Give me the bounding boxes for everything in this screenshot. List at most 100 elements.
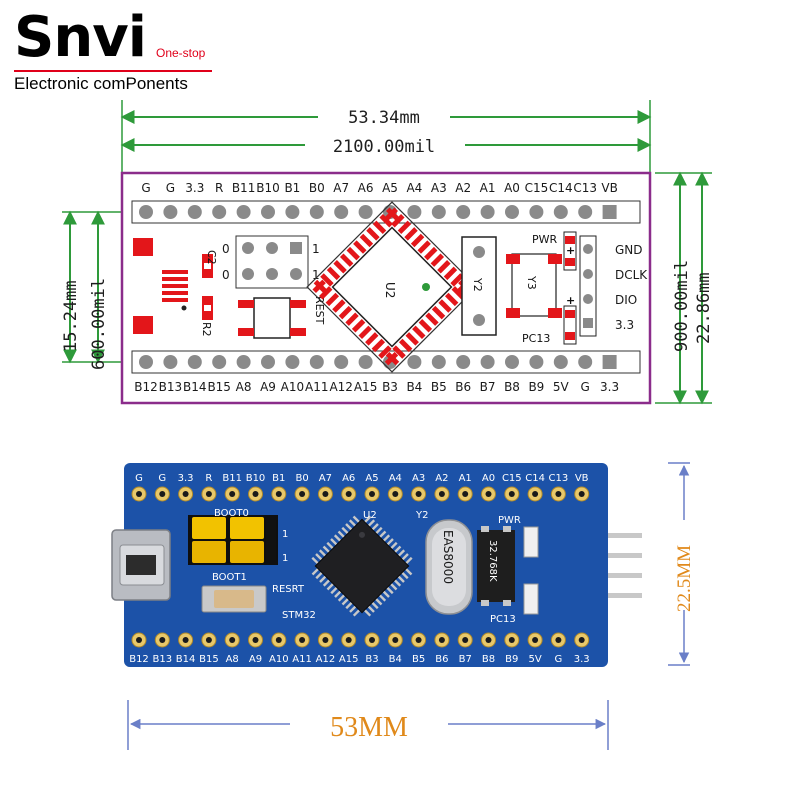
top-pin-16 bbox=[529, 205, 544, 219]
top-pin-label: C15 bbox=[525, 181, 549, 195]
bottom-pin-5 bbox=[261, 355, 275, 369]
top-pin-5 bbox=[261, 205, 275, 219]
pin-spacing-mm-label: 15.24mm bbox=[61, 280, 81, 352]
photo-top-pin-label: C15 bbox=[502, 473, 522, 484]
jumper-1b-label: 1 bbox=[312, 268, 320, 282]
photo-pc13-label: PC13 bbox=[490, 614, 516, 625]
y3-label: Y3 bbox=[525, 275, 538, 290]
photo-reset-label: RESRT bbox=[272, 584, 305, 595]
photo-jp2-label: 1 bbox=[282, 553, 288, 564]
photo-pc13-led bbox=[523, 583, 539, 615]
photo-top-pin-label: G bbox=[158, 473, 166, 484]
bottom-pin-4 bbox=[236, 355, 251, 369]
photo-pwr-label: PWR bbox=[498, 515, 521, 526]
photo-boot0-label: BOOT0 bbox=[214, 508, 249, 519]
photo-bottom-pin-label: B14 bbox=[176, 654, 196, 665]
photo-bottom-pin-label: B3 bbox=[365, 654, 378, 665]
bottom-pin-15 bbox=[505, 355, 519, 369]
bottom-pin-6 bbox=[285, 355, 300, 369]
photo-top-pin-label: 3.3 bbox=[178, 473, 194, 484]
bottom-pin-label: G bbox=[581, 380, 590, 394]
photo-bottom-header-holes bbox=[131, 632, 590, 648]
photo-top-pin-label: B11 bbox=[222, 473, 242, 484]
bottom-pin-1 bbox=[163, 355, 178, 369]
bottom-pin-label: B7 bbox=[480, 380, 496, 394]
top-pin-11 bbox=[407, 205, 422, 219]
brand-logo: Snvi bbox=[14, 5, 147, 70]
photo-bottom-pin-label: B4 bbox=[389, 654, 402, 665]
swd-pin-label: GND bbox=[615, 243, 643, 257]
photo-bottom-pin-label: B15 bbox=[199, 654, 219, 665]
top-pin-label: A5 bbox=[382, 181, 398, 195]
height-mm-label: 22.86mm bbox=[694, 272, 714, 344]
photo-bottom-pin-label: 3.3 bbox=[574, 654, 590, 665]
bottom-pin-7 bbox=[309, 355, 324, 369]
photo-bottom-pin-label: B9 bbox=[505, 654, 518, 665]
bottom-pin-18 bbox=[578, 355, 593, 369]
top-pin-label: B1 bbox=[284, 181, 300, 195]
photo-top-pin-label: A2 bbox=[435, 473, 448, 484]
bottom-pin-12 bbox=[431, 355, 446, 369]
photo-micro-usb-port bbox=[111, 529, 171, 601]
photo-top-pin-label: A0 bbox=[482, 473, 495, 484]
photo-osc-label: 32.768K bbox=[487, 540, 498, 582]
bottom-pin-2 bbox=[187, 355, 202, 369]
photo-bottom-pin-label: A8 bbox=[226, 654, 239, 665]
photo-bottom-pin-label: B6 bbox=[435, 654, 448, 665]
photo-top-header-holes bbox=[131, 486, 590, 502]
mcu-u2-footprint bbox=[306, 201, 478, 373]
top-pin-label: C13 bbox=[573, 181, 597, 195]
photo-height-label: 22.5MM bbox=[674, 545, 695, 612]
bottom-pin-14 bbox=[480, 355, 495, 369]
bottom-pin-11 bbox=[407, 355, 422, 369]
photo-bottom-pin-label: A12 bbox=[316, 654, 336, 665]
photo-bottom-pin-label: B12 bbox=[129, 654, 149, 665]
photo-top-pin-label: A6 bbox=[342, 473, 355, 484]
photo-jp1-label: 1 bbox=[282, 529, 288, 540]
bottom-pin-label: B4 bbox=[406, 380, 422, 394]
bottom-pin-19 bbox=[602, 355, 617, 369]
top-pin-4 bbox=[236, 205, 251, 219]
photo-bottom-pin-label: 5V bbox=[528, 654, 541, 665]
photo-top-pin-label: A1 bbox=[459, 473, 472, 484]
photo-y2-label: Y2 bbox=[415, 510, 428, 521]
top-pin-9 bbox=[358, 205, 373, 219]
bottom-pin-17 bbox=[553, 355, 568, 369]
photo-width-label: 53MM bbox=[330, 712, 408, 743]
photo-pwr-led bbox=[523, 526, 539, 558]
bottom-pin-label: 3.3 bbox=[600, 380, 619, 394]
bottom-pin-label: A8 bbox=[236, 380, 252, 394]
photo-bottom-pin-label: B13 bbox=[153, 654, 173, 665]
photo-bottom-pin-label: B7 bbox=[459, 654, 472, 665]
bottom-pin-label: B3 bbox=[382, 380, 398, 394]
width-mm-label: 53.34mm bbox=[348, 108, 420, 128]
brand-subtitle: Electronic comPonents bbox=[14, 74, 188, 93]
bottom-pin-label: B13 bbox=[159, 380, 183, 394]
usb-pad-bottom bbox=[133, 316, 153, 334]
photo-top-pin-label: VB bbox=[575, 473, 589, 484]
top-pin-label: A6 bbox=[358, 181, 374, 195]
top-pin-7 bbox=[309, 205, 324, 219]
brand-tagline: One-stop bbox=[156, 46, 206, 60]
pc13-label: PC13 bbox=[522, 332, 550, 345]
top-pin-label: B10 bbox=[256, 181, 280, 195]
photo-boot1-label: BOOT1 bbox=[212, 572, 247, 583]
bottom-pin-label: B6 bbox=[455, 380, 471, 394]
bottom-pin-label: B14 bbox=[183, 380, 207, 394]
bottom-pin-label: B15 bbox=[207, 380, 231, 394]
photo-bottom-pin-label: A9 bbox=[249, 654, 262, 665]
swd-pin-label: DCLK bbox=[615, 268, 648, 282]
svg-text:+: + bbox=[566, 294, 575, 307]
photo-top-pin-label: A5 bbox=[365, 473, 378, 484]
top-pin-label: A7 bbox=[333, 181, 349, 195]
pin-spacing-mil-label: 600.00mil bbox=[89, 278, 109, 370]
top-pin-label: A3 bbox=[431, 181, 447, 195]
top-pin-label: B11 bbox=[232, 181, 256, 195]
photo-top-pin-label: B1 bbox=[272, 473, 285, 484]
photo-reset-button bbox=[201, 585, 267, 613]
bottom-pin-label: A10 bbox=[281, 380, 304, 394]
top-pin-label: 3.3 bbox=[185, 181, 204, 195]
photo-bottom-pin-label: B5 bbox=[412, 654, 425, 665]
brand-name: Snvi bbox=[14, 5, 147, 70]
top-pin-15 bbox=[505, 205, 519, 219]
